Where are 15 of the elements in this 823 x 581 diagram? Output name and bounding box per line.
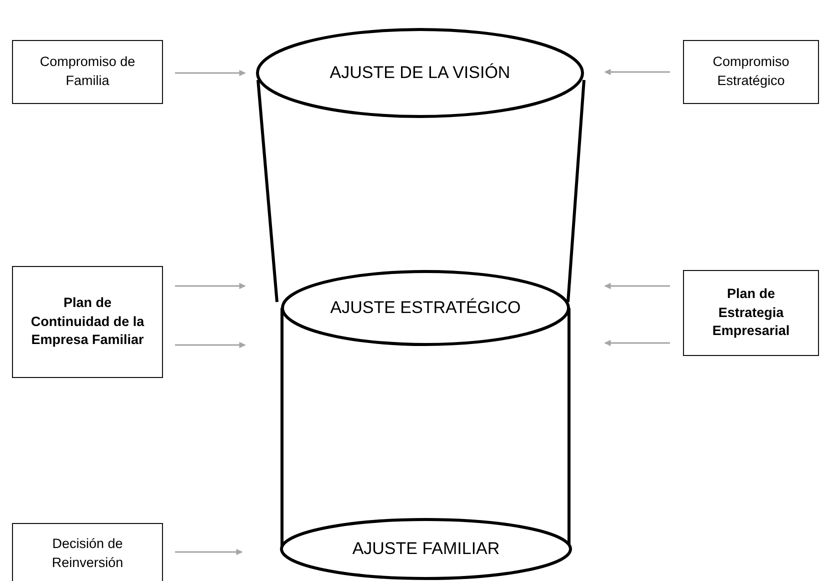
ellipse-label: AJUSTE FAMILIAR [352, 539, 500, 559]
text-box: Decisión de Reinversión [12, 523, 163, 581]
text-box: Plan de Estrategia Empresarial [683, 270, 819, 356]
arrow [175, 548, 243, 556]
text-box: Compromiso Estratégico [683, 40, 819, 104]
arrow [175, 70, 246, 76]
text-box: Plan de Continuidad de la Empresa Familiar [12, 266, 163, 378]
arrow [604, 68, 670, 76]
ellipse-label: AJUSTE ESTRATÉGICO [330, 298, 521, 318]
arrow [175, 342, 246, 348]
text-box: Compromiso de Familia [12, 40, 163, 104]
arrow [175, 282, 246, 290]
arrow [604, 282, 670, 290]
ellipse-label: AJUSTE DE LA VISIÓN [330, 63, 510, 83]
arrow [604, 340, 670, 346]
